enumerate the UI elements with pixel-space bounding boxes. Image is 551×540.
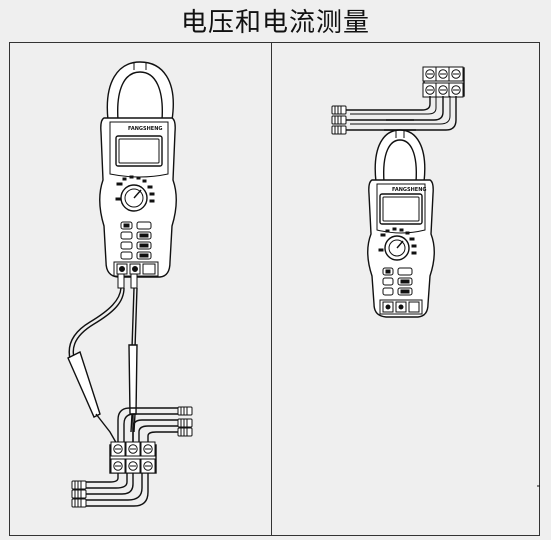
panel-divider — [271, 42, 272, 536]
left-terminal-block — [71, 406, 193, 508]
left-meter-brand: FANGSHENG — [128, 126, 163, 132]
right-terminal-block — [331, 66, 465, 135]
page-title: 电压和电流测量 — [180, 8, 370, 38]
left-test-leads — [67, 273, 138, 448]
right-meter-brand: FANGSHENG — [392, 187, 427, 193]
left-clamp-meter: FANGSHENG — [99, 61, 177, 278]
right-clamp-meter: FANGSHENG — [367, 119, 435, 318]
diagram-frame — [9, 42, 540, 536]
